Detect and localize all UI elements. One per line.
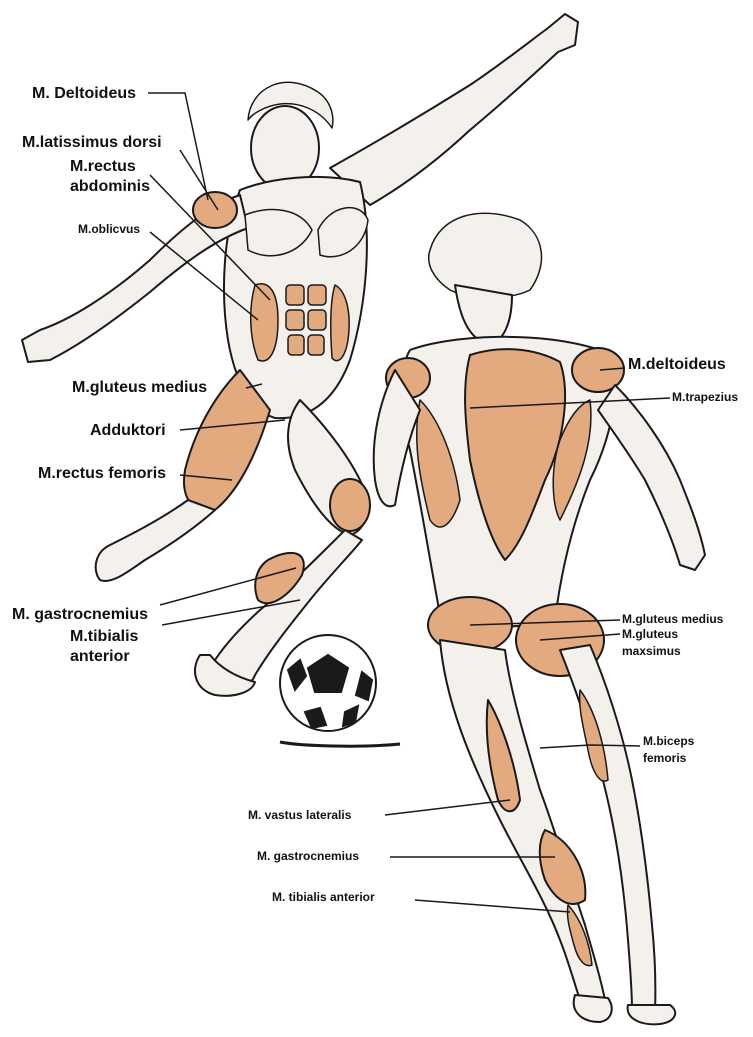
back-foot-left xyxy=(574,995,612,1022)
label-front-gastrocnemius: M. gastrocnemius xyxy=(12,606,148,624)
label-front-tibialis-anterior-line1: M.tibialis xyxy=(70,628,138,646)
label-back-gluteus-medius: M.gluteus medius xyxy=(622,613,723,627)
back-right-arm xyxy=(598,385,705,570)
label-front-gluteus-medius: M.gluteus medius xyxy=(72,379,207,397)
front-raised-arm xyxy=(330,14,578,205)
label-front-rectus-abdominis-line2: abdominis xyxy=(70,178,150,196)
label-front-adduktori: Adduktori xyxy=(90,422,166,440)
label-back-deltoideus: M.deltoideus xyxy=(628,356,726,374)
label-back-biceps-femoris-line2: femoris xyxy=(643,752,686,766)
label-front-latissimus-dorsi: M.latissimus dorsi xyxy=(22,134,162,152)
front-kicking-shin xyxy=(96,500,215,581)
label-back-tibialis-anterior: M. tibialis anterior xyxy=(272,891,375,905)
label-back-trapezius: M.trapezius xyxy=(672,391,738,405)
label-front-tibialis-anterior-line2: anterior xyxy=(70,648,130,666)
front-thigh-muscle xyxy=(330,479,370,531)
label-front-rectus-abdominis-line1: M.rectus xyxy=(70,158,136,176)
label-back-gastrocnemius: M. gastrocnemius xyxy=(257,850,359,864)
label-back-gluteus-maxsimus-line1: M.gluteus xyxy=(622,628,678,642)
soccer-ball xyxy=(280,635,400,746)
back-foot-right xyxy=(628,1005,676,1024)
label-back-vastus-lateralis: M. vastus lateralis xyxy=(248,809,351,823)
front-deltoid-muscle xyxy=(193,192,237,228)
label-back-biceps-femoris-line1: M.biceps xyxy=(643,735,694,749)
back-hair xyxy=(429,213,542,297)
label-front-deltoideus: M. Deltoideus xyxy=(32,85,136,103)
label-front-rectus-femoris: M.rectus femoris xyxy=(38,465,166,483)
front-oblique xyxy=(251,284,278,361)
label-back-gluteus-maxsimus-line2: maxsimus xyxy=(622,645,681,659)
label-front-oblicvus: M.oblicvus xyxy=(78,223,140,237)
